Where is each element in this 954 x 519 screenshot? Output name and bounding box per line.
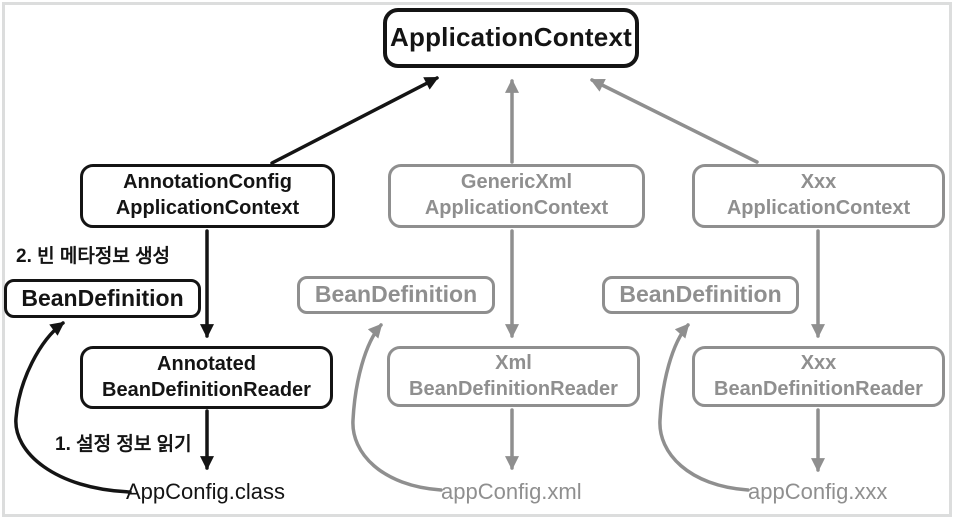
label-step-1-read-config-info: 1. 설정 정보 읽기 (55, 434, 192, 455)
node-xxx-reader-line1: Xxx (800, 351, 837, 374)
node-annotation-config-line1: AnnotationConfig (123, 171, 292, 194)
node-generic-xml-application-context: GenericXml ApplicationContext (388, 164, 645, 228)
label-appconfig-xxx: appConfig.xxx (748, 479, 888, 504)
label-step-2-create-bean-metadata: 2. 빈 메타정보 생성 (16, 246, 171, 267)
arrow-xxxcontext-to-applicationcontext (590, 78, 759, 164)
node-bean-definition-left-label: BeanDefinition (21, 284, 184, 311)
node-bean-definition-right-label: BeanDefinition (619, 281, 782, 308)
node-xxx-bean-definition-reader: Xxx BeanDefinitionReader (692, 346, 945, 407)
arrow-annotationconfig-to-applicationcontext (270, 76, 439, 165)
node-xxx-reader-line2: BeanDefinitionReader (714, 377, 923, 400)
label-appconfig-class: AppConfig.class (126, 479, 285, 504)
node-xxx-context-line2: ApplicationContext (726, 197, 911, 219)
label-appconfig-xml: appConfig.xml (441, 479, 582, 504)
node-generic-xml-line1: GenericXml (460, 171, 573, 194)
node-xxx-application-context: Xxx ApplicationContext (692, 164, 945, 228)
node-annotated-reader-line2: BeanDefinitionReader (102, 378, 311, 401)
node-xml-reader-line1: Xml (495, 351, 532, 374)
node-xml-bean-definition-reader: Xml BeanDefinitionReader (387, 346, 640, 407)
arrow-appconfigxxx-to-beandefinition-right (658, 323, 750, 492)
node-bean-definition-left: BeanDefinition (4, 279, 201, 318)
node-annotated-reader-line1: Annotated (157, 352, 256, 375)
node-annotated-bean-definition-reader: Annotated BeanDefinitionReader (80, 346, 333, 409)
node-xxx-context-line1: Xxx (800, 171, 837, 194)
node-application-context: ApplicationContext (383, 8, 639, 68)
arrow-appconfigclass-to-beandefinition-left (14, 321, 132, 494)
node-generic-xml-line2: ApplicationContext (424, 197, 609, 219)
node-annotation-config-line2: ApplicationContext (115, 197, 300, 219)
node-application-context-label: ApplicationContext (390, 22, 632, 53)
node-bean-definition-middle-label: BeanDefinition (314, 281, 478, 308)
node-bean-definition-right: BeanDefinition (602, 276, 799, 314)
node-xml-reader-line2: BeanDefinitionReader (409, 377, 618, 400)
arrow-appconfigxml-to-beandefinition-middle (351, 323, 443, 492)
node-bean-definition-middle: BeanDefinition (297, 276, 495, 314)
node-annotation-config-application-context: AnnotationConfig ApplicationContext (80, 164, 335, 228)
